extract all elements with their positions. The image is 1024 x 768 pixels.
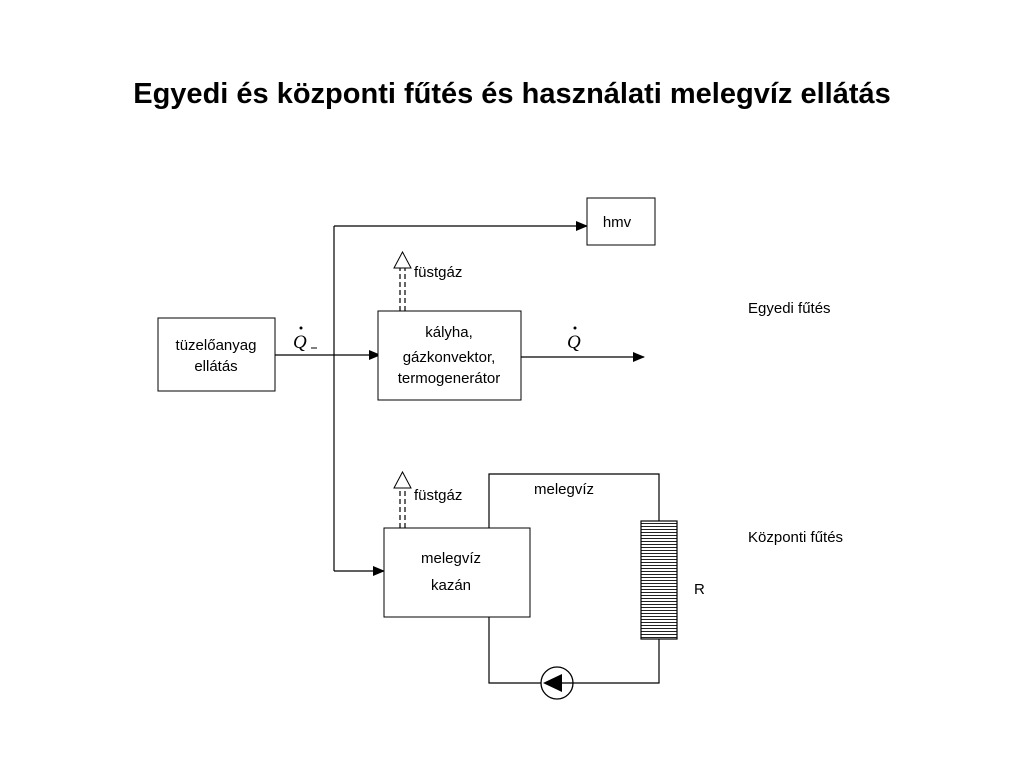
- q-output-dot: [573, 326, 577, 330]
- hot-water-label: melegvíz: [534, 481, 594, 498]
- pump-direction-arrow: [543, 674, 562, 692]
- hot-water-supply-line: [488, 473, 660, 528]
- hmv-label: hmv: [603, 214, 632, 231]
- flue-gas-bottom-label: füstgáz: [414, 487, 462, 504]
- side-label-individual: Egyedi fűtés: [748, 300, 831, 317]
- flue-gas-top-label: füstgáz: [414, 264, 462, 281]
- flue-gas-top-arrowhead: [393, 250, 412, 269]
- boiler-label-2: kazán: [431, 577, 471, 594]
- q-output-symbol: Q: [567, 332, 581, 353]
- stove-box: [377, 310, 522, 401]
- fuel-supply-box: [157, 317, 276, 392]
- q-input-dot: [299, 326, 303, 330]
- boiler-box: [383, 527, 531, 618]
- fuel-supply-label-2: ellátás: [194, 358, 237, 375]
- slide-title: Egyedi és központi fűtés és használati m…: [133, 78, 891, 110]
- hmv-box: [586, 197, 656, 246]
- radiator-label: R: [694, 581, 705, 598]
- fuel-supply-label-1: tüzelőanyag: [176, 337, 257, 354]
- boiler-label-1: melegvíz: [421, 550, 481, 567]
- side-label-central: Központi fűtés: [748, 529, 843, 546]
- stove-label-2: gázkonvektor,: [403, 349, 496, 366]
- stove-label-3: termogenerátor: [398, 370, 501, 387]
- stove-label-1: kályha,: [425, 324, 473, 341]
- flue-gas-bottom-arrowhead: [393, 470, 412, 489]
- return-line: [488, 617, 660, 684]
- q-input-symbol: Q: [293, 332, 307, 353]
- radiator: [640, 520, 678, 640]
